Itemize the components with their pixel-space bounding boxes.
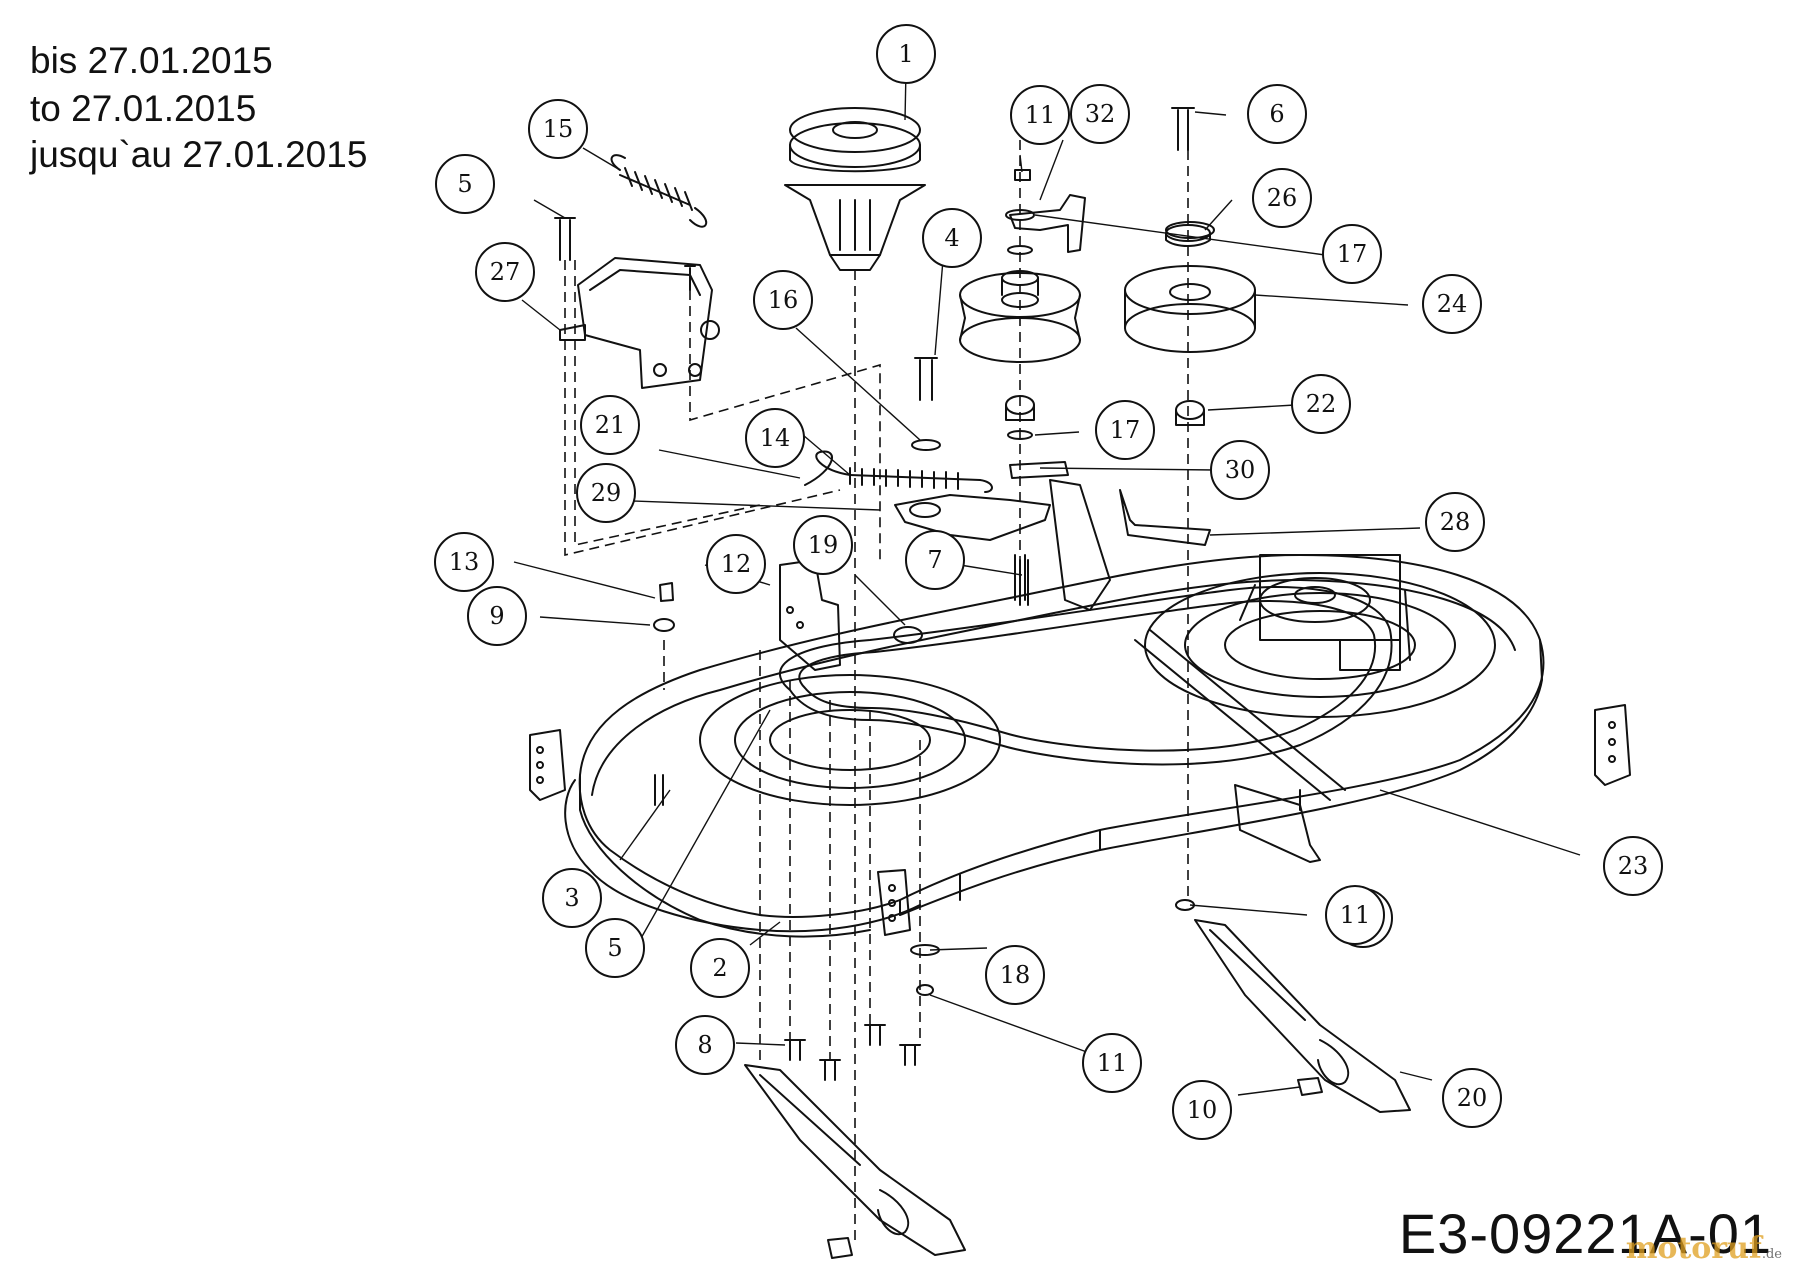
hanger-bracket [559, 257, 720, 389]
spindle-pulley-assembly [784, 107, 926, 271]
callout-circle-21 [580, 395, 640, 455]
drawing-code: E3-09221A-01 [1398, 1202, 1772, 1265]
callout-circle-5 [585, 918, 645, 978]
callout-circle-4 [922, 208, 982, 268]
hardware [554, 107, 1323, 1259]
callout-number-12: 12 [721, 550, 752, 578]
callout-number-17: 17 [1110, 416, 1141, 444]
validity-note-en: to 27.01.2015 [30, 88, 257, 129]
callout-circle-27 [475, 242, 535, 302]
callout-number-20: 20 [1457, 1084, 1488, 1112]
validity-note-de: bis 27.01.2015 [30, 40, 273, 81]
callout-number-1: 1 [898, 40, 913, 68]
callout-circle-17 [1095, 400, 1155, 460]
callout-number-6: 6 [1269, 100, 1284, 128]
idler-spring [804, 450, 993, 493]
callout-circle-17 [1322, 224, 1382, 284]
callout-number-28: 28 [1440, 508, 1471, 536]
callout-circle-18 [985, 945, 1045, 1005]
idler-arm-assembly [894, 461, 1211, 611]
callout-circle-1 [876, 24, 936, 84]
callout-circle-20 [1442, 1068, 1502, 1128]
callout-circle-13 [434, 532, 494, 592]
callout-circle-30 [1210, 440, 1270, 500]
right-spindle-on-deck [1239, 554, 1411, 671]
callout-circle-11 [1010, 85, 1070, 145]
callout-number-24: 24 [1437, 290, 1468, 318]
callout-number-22: 22 [1306, 390, 1337, 418]
callout-circle-8 [675, 1015, 735, 1075]
deck-housing [529, 554, 1631, 938]
callout-number-27: 27 [490, 258, 521, 286]
callout-circle-12 [706, 534, 766, 594]
flat-idler-pulley [1124, 224, 1256, 353]
callout-number-7: 7 [927, 546, 942, 574]
callout-circle-3 [542, 868, 602, 928]
leader-lines [513, 69, 1581, 1096]
callout-number-14: 14 [760, 424, 791, 452]
callout-number-21: 21 [595, 411, 626, 439]
idler-bracket [1009, 194, 1086, 253]
callout-circle-24 [1422, 274, 1482, 334]
callout-number-23: 23 [1618, 852, 1649, 880]
belt-guide-bracket [779, 559, 841, 671]
callout-bubbles: 1234556789101111111112131415161717181920… [434, 24, 1663, 1140]
callout-circle-23 [1603, 836, 1663, 896]
callout-circle-16 [753, 270, 813, 330]
blades [744, 919, 1411, 1256]
validity-note-fr: jusqu`au 27.01.2015 [30, 134, 368, 175]
callout-number-26: 26 [1267, 184, 1298, 212]
watermark-tld: .de [1761, 1247, 1782, 1262]
callout-circle-6 [1247, 84, 1307, 144]
callout-number-11: 11 [1340, 901, 1371, 929]
callout-circle-11 [1325, 885, 1385, 945]
callout-circle-19 [793, 515, 853, 575]
callout-number-15: 15 [543, 115, 574, 143]
callout-circle-9 [467, 586, 527, 646]
callout-number-17: 17 [1337, 240, 1368, 268]
callout-circle-11 [1082, 1033, 1142, 1093]
watermark-name: motoruf [1625, 1231, 1762, 1266]
callout-circle-28 [1425, 492, 1485, 552]
callout-number-5: 5 [607, 934, 622, 962]
callout-circle-15 [528, 99, 588, 159]
callout-circle-32 [1070, 84, 1130, 144]
callout-circle-29 [576, 463, 636, 523]
callout-number-3: 3 [564, 884, 579, 912]
callout-number-9: 9 [489, 602, 504, 630]
callout-number-30: 30 [1225, 456, 1256, 484]
callout-circle-5 [435, 154, 495, 214]
callout-number-11: 11 [1097, 1049, 1128, 1077]
callout-circle-2 [690, 938, 750, 998]
callout-circle-7 [905, 530, 965, 590]
tension-spring [610, 154, 708, 228]
callout-number-13: 13 [449, 548, 480, 576]
callout-number-19: 19 [808, 531, 839, 559]
callout-circle-10 [1172, 1080, 1232, 1140]
callout-number-16: 16 [768, 286, 799, 314]
callout-circle-14 [745, 408, 805, 468]
callout-number-4: 4 [944, 224, 959, 252]
callout-number-18: 18 [1000, 961, 1031, 989]
callout-number-29: 29 [591, 479, 622, 507]
drive-belt [778, 585, 1393, 801]
callout-number-11: 11 [1025, 101, 1056, 129]
callout-number-2: 2 [712, 954, 727, 982]
callout-number-32: 32 [1085, 100, 1116, 128]
alignment-guides [564, 140, 1189, 1245]
callout-number-8: 8 [697, 1031, 712, 1059]
watermark: motoruf.de [1626, 1231, 1782, 1266]
callout-number-5: 5 [457, 170, 472, 198]
callout-circle-26 [1252, 168, 1312, 228]
callout-number-10: 10 [1187, 1096, 1218, 1124]
callout-circle-22 [1291, 374, 1351, 434]
